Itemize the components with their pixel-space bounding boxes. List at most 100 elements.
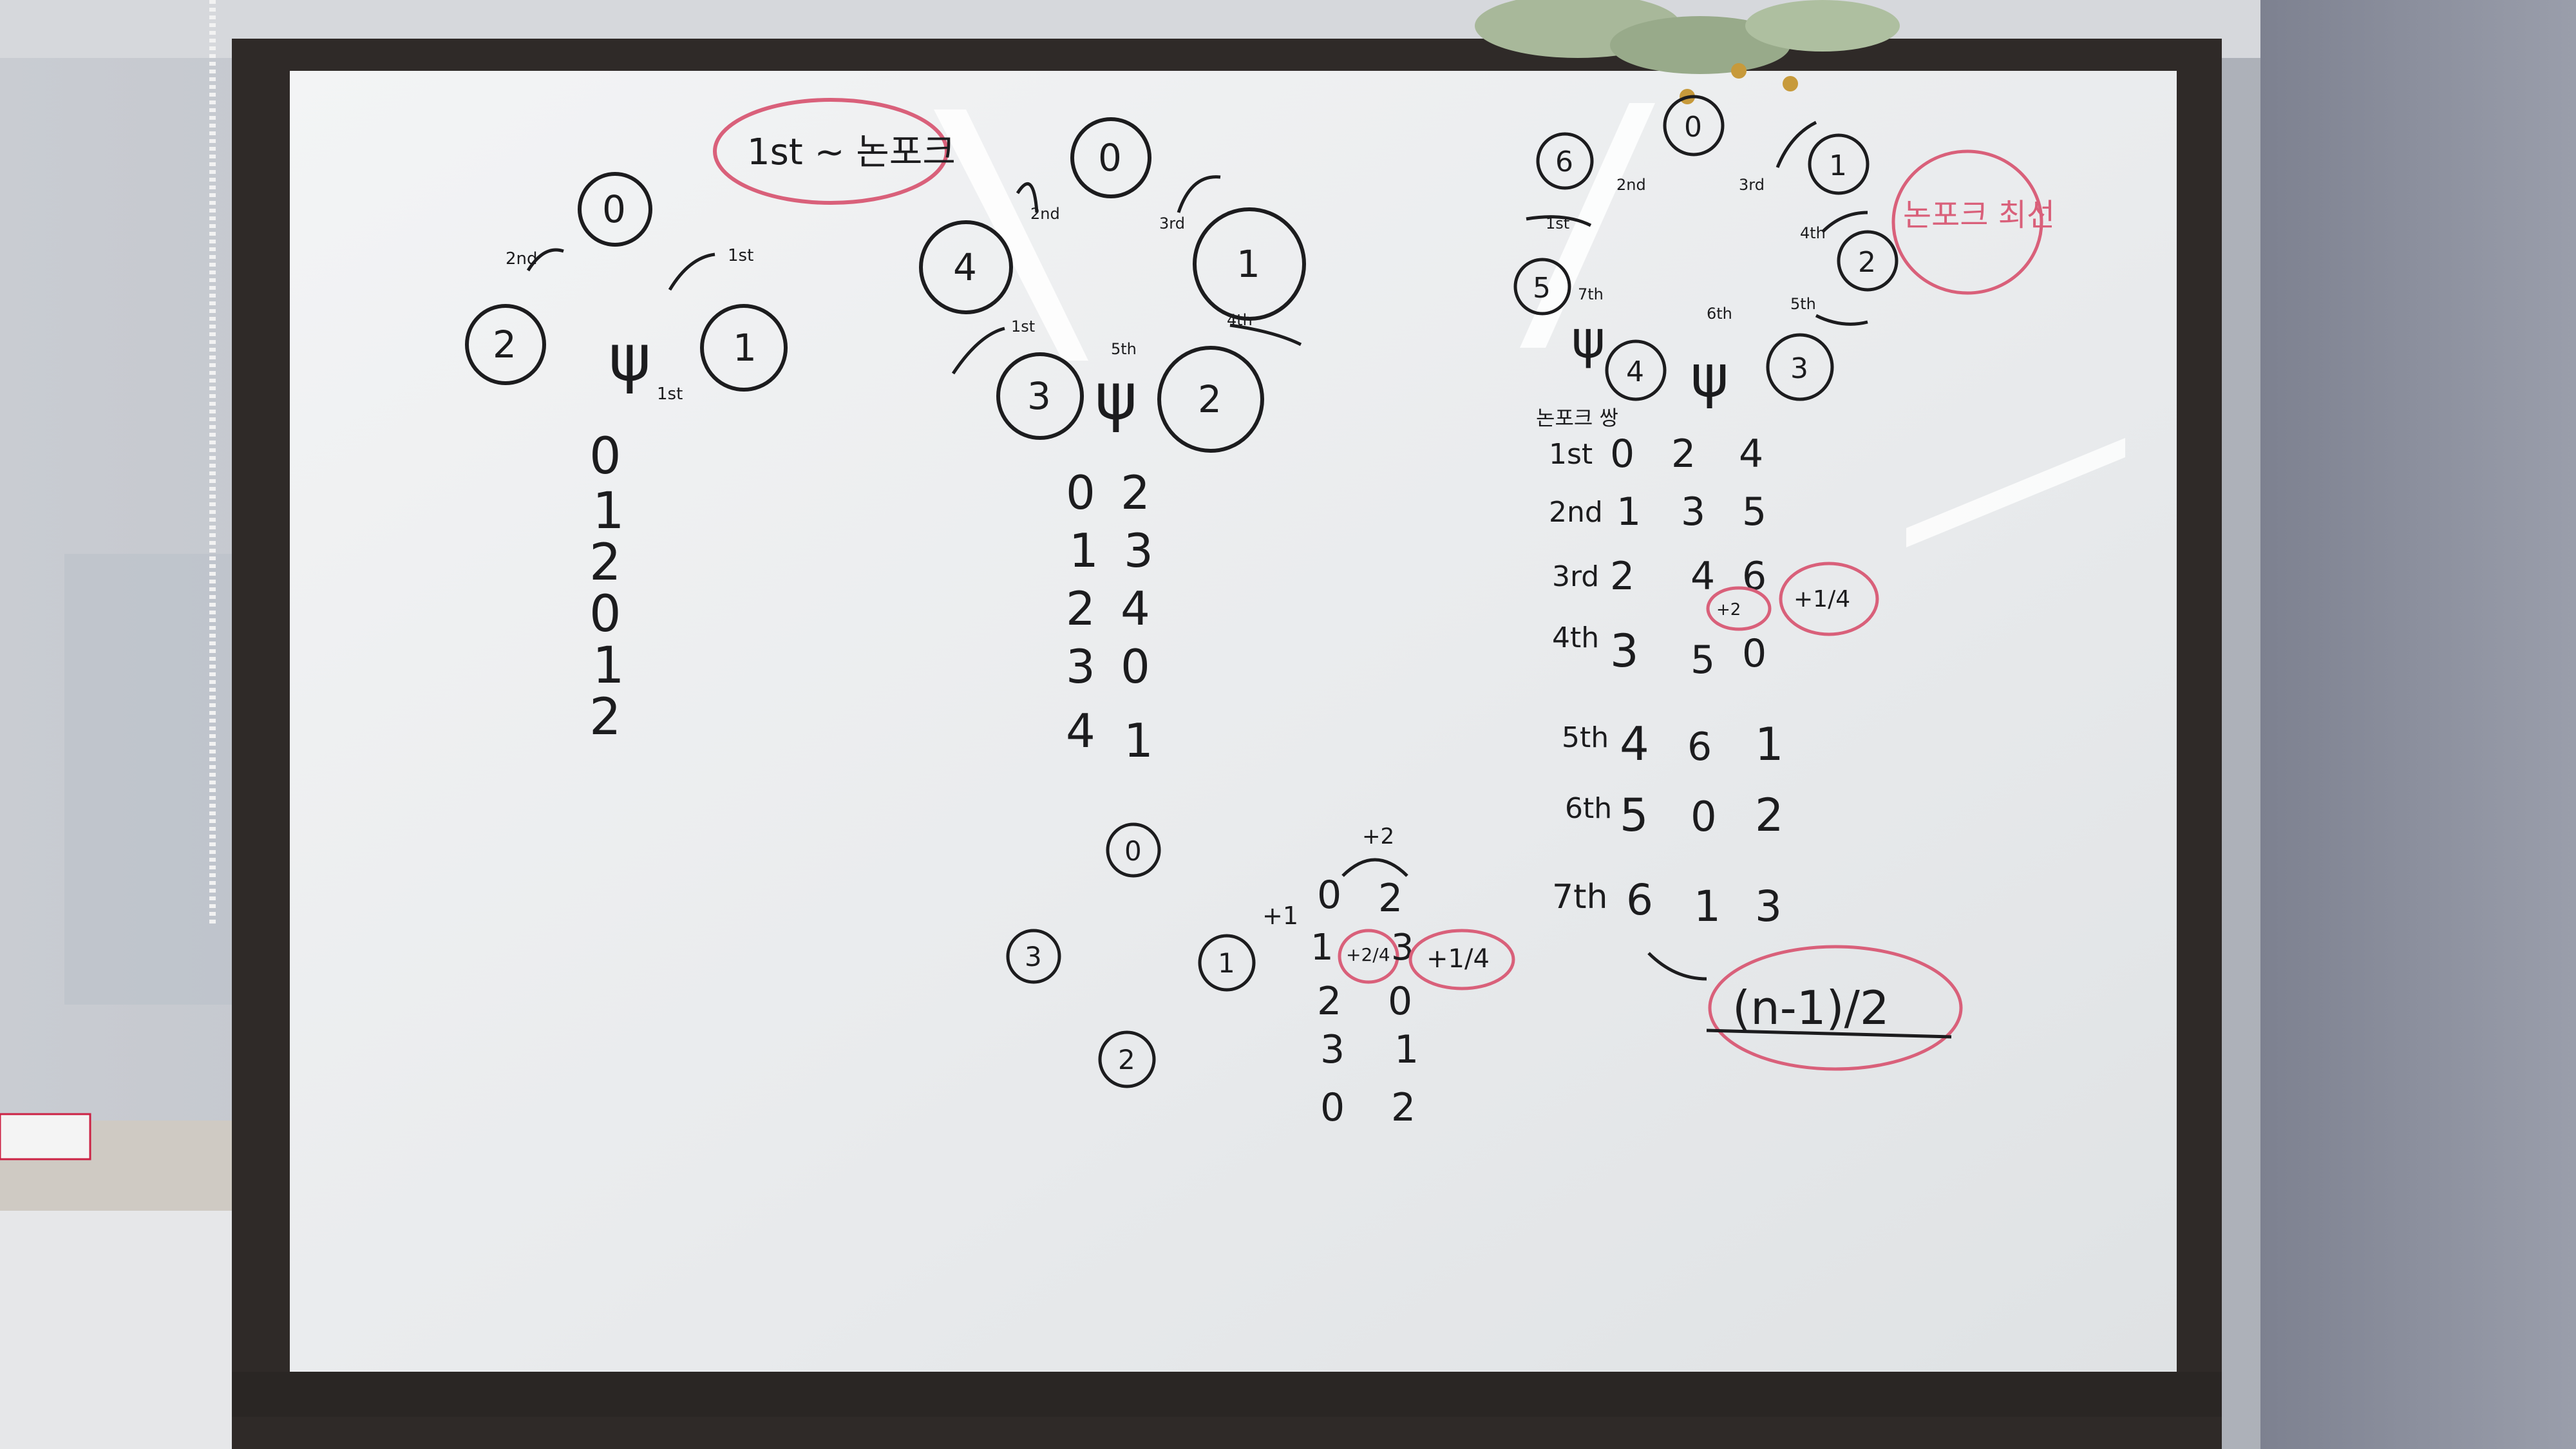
row-value: 5 — [1620, 789, 1649, 842]
row-label: 1st — [1549, 438, 1593, 471]
node-label: 3 — [1027, 374, 1051, 418]
edge-label: 6th — [1707, 305, 1732, 323]
fork-stroke — [1776, 120, 1817, 168]
board-surface — [290, 71, 2177, 1372]
node-circle — [1513, 258, 1571, 316]
pink-circle — [1706, 586, 1772, 631]
row-value: 6 — [1687, 724, 1712, 770]
row-value: 4 — [1620, 717, 1649, 771]
calc-value: 1 — [1394, 1027, 1419, 1072]
fork-stroke — [951, 327, 1005, 375]
row-label: 6th — [1565, 792, 1612, 825]
pink-circle — [1779, 562, 1879, 636]
fork-stroke — [1815, 314, 1868, 326]
calc-note: +2 — [1362, 824, 1394, 849]
row-value: 6 — [1626, 875, 1653, 925]
node-label: 1 — [1218, 947, 1235, 979]
fork-symbol: ψ — [609, 320, 651, 395]
middle-diagram: 0 4 1 3 2 ψ 2nd 3rd 1st 4th 5th 0 1 2 3 … — [919, 117, 1515, 1130]
edge-label: 1st — [1011, 317, 1035, 336]
fork-symbol: ψ — [1690, 343, 1728, 410]
node-label: 0 — [1684, 111, 1702, 144]
row-label: 4th — [1552, 621, 1599, 654]
row-value: 4 — [1690, 554, 1715, 599]
annotation: +1/4 — [1794, 586, 1850, 612]
row-value: 2 — [1755, 789, 1784, 842]
light-reflection — [1906, 438, 2125, 547]
row-value: 5 — [1690, 638, 1715, 683]
seq-col-b: 0 — [1121, 639, 1150, 694]
node-label: 2 — [1198, 377, 1222, 421]
sequence-value: 0 — [589, 428, 621, 486]
table-row: 4th 3 5 0 — [1552, 621, 1766, 683]
fork-stroke — [1177, 175, 1221, 213]
calc-value: 0 — [1320, 1085, 1345, 1130]
edge-label: 3rd — [1739, 176, 1765, 194]
row-label: 7th — [1552, 878, 1607, 916]
row-value: 2 — [1671, 431, 1696, 477]
seq-col-b: 2 — [1121, 466, 1150, 520]
seq-col-a: 4 — [1066, 704, 1095, 758]
calc-value: 2 — [1378, 876, 1403, 921]
pink-circle — [1408, 929, 1515, 990]
node-circle — [1006, 929, 1061, 984]
edge-label: 1st — [728, 246, 753, 265]
underline — [1706, 1028, 1952, 1039]
edge-label: 3rd — [1159, 214, 1185, 232]
row-value: 0 — [1742, 631, 1766, 676]
row-value: 3 — [1755, 882, 1782, 931]
node-label: 2 — [1858, 246, 1876, 279]
node-label: 5 — [1533, 272, 1551, 305]
node-circle — [1837, 230, 1899, 292]
node-label: 2 — [1118, 1044, 1135, 1075]
node-circle — [1193, 207, 1306, 321]
glass-partition — [64, 554, 232, 1005]
fork-symbol: ψ — [1571, 310, 1605, 370]
node-circle — [578, 172, 652, 247]
edge-label: 2nd — [1616, 176, 1646, 194]
row-value: 2 — [1610, 554, 1634, 599]
pink-circle — [713, 98, 949, 205]
edge-label: 5th — [1790, 295, 1816, 313]
node-label: 4 — [1626, 355, 1644, 388]
sequence-value: 0 — [589, 585, 621, 643]
sequence-value: 1 — [592, 482, 625, 540]
row-value: 3 — [1681, 489, 1705, 535]
calc-value: 2 — [1391, 1085, 1416, 1130]
edge-label: 4th — [1800, 224, 1826, 242]
node-circle — [1098, 1030, 1156, 1088]
sequence-value: 1 — [592, 637, 625, 695]
light-reflection — [934, 109, 1088, 361]
node-label: 0 — [602, 187, 626, 231]
calc-value: 0 — [1388, 979, 1412, 1024]
node-label: 2 — [493, 323, 516, 366]
plant-decoration — [1475, 0, 1900, 104]
node-label: 1 — [733, 326, 757, 370]
row-value: 4 — [1739, 431, 1763, 477]
table-row: 5th 4 6 1 — [1562, 717, 1784, 771]
row-label: 2nd — [1549, 496, 1603, 529]
calc-value: 2 — [1317, 979, 1341, 1024]
row-label: 5th — [1562, 721, 1609, 754]
node-circle — [1808, 133, 1870, 195]
fork-stroke — [526, 248, 564, 272]
node-circle — [1157, 346, 1264, 453]
row-value: 1 — [1694, 882, 1721, 931]
node-circle — [1605, 339, 1667, 401]
node-label: 4 — [953, 245, 977, 289]
node-label: 1 — [1829, 149, 1847, 182]
fork-stroke — [1821, 211, 1868, 233]
fork-stroke — [1229, 323, 1302, 346]
edge-label: 5th — [1111, 340, 1137, 358]
node-circle — [919, 220, 1013, 314]
right-wall-panel — [2260, 0, 2576, 1449]
table-row: 7th 6 1 3 — [1552, 875, 1782, 931]
sequence-value: 2 — [589, 534, 621, 592]
bracket-curve — [1647, 952, 1707, 981]
calc-value: 1 — [1311, 927, 1334, 969]
annotation: +2 — [1716, 600, 1741, 620]
row-value: 0 — [1610, 431, 1634, 477]
table-header: 논포크 쌍 — [1536, 406, 1618, 430]
seq-col-a: 3 — [1066, 639, 1095, 694]
